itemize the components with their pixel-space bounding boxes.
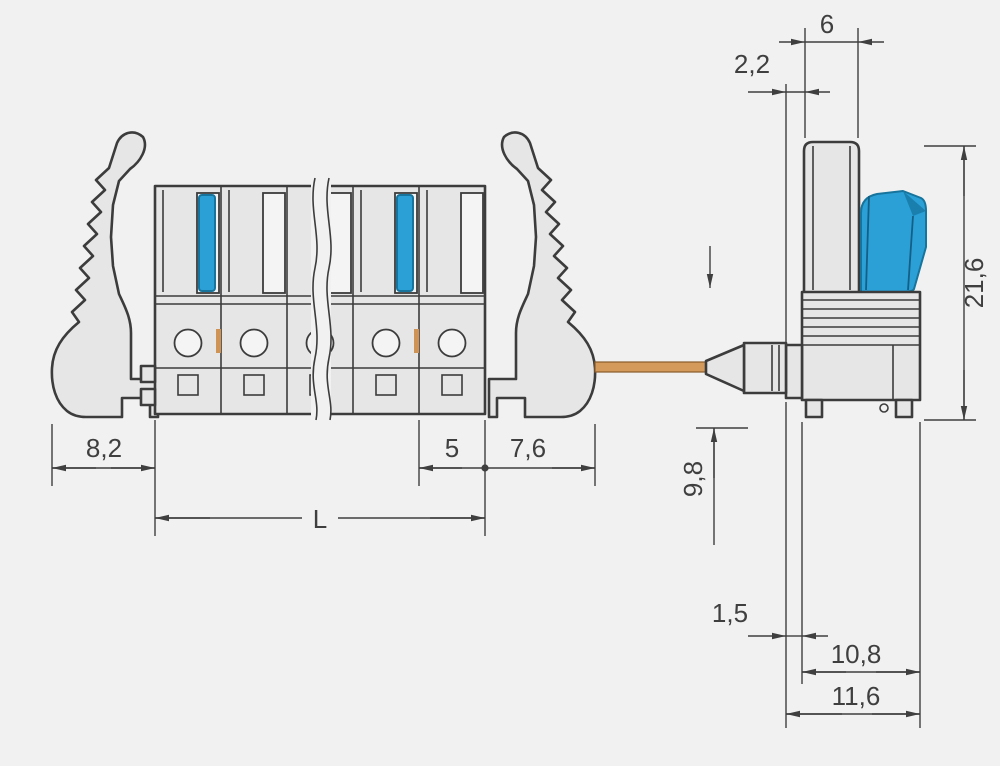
dim-label-depth-outer: 11,6: [832, 681, 881, 711]
latch-tooth: [903, 191, 926, 216]
dim-label-overall-height: 21,6: [959, 258, 989, 309]
lever-inner-walls: [812, 146, 851, 290]
front-flange: [784, 343, 804, 400]
extension-lines-front: [51, 420, 596, 536]
contact-spring-glimpse-2: [414, 329, 419, 353]
side-tab-lower: [139, 387, 157, 407]
locking-lever-blue-1: [198, 194, 216, 292]
dimension-offset-right: 7,6: [485, 433, 595, 472]
dim-label-housing-width: 6: [820, 9, 834, 39]
dim-label-length: L: [313, 504, 327, 534]
test-slots: [177, 374, 463, 396]
foot-left: [804, 398, 824, 419]
side-tab-upper: [139, 364, 157, 384]
latch-detail-lines: [865, 195, 914, 291]
side-view: [594, 140, 927, 419]
lever-tower-side: [802, 140, 861, 296]
solder-pin: [594, 361, 708, 373]
contact-spring-glimpse-1: [216, 329, 221, 353]
dim-label-pin-length: 9,8: [678, 461, 708, 497]
foot-right: [894, 398, 914, 419]
dim-label-pitch: 5: [445, 433, 459, 463]
pin-entry-cone: [704, 343, 746, 393]
dim-label-offset-right: 7,6: [510, 433, 546, 463]
dimension-depth-inner: 10,8: [802, 639, 920, 676]
bottom-detail-hole: [879, 403, 889, 413]
dim-label-flange-offset: 2,2: [734, 49, 770, 79]
strain-relief-ribs: [803, 299, 919, 346]
front-view: [50, 131, 597, 421]
dimension-pin-length: 9,8: [678, 427, 748, 545]
dimension-overall-height: 21,6: [924, 145, 989, 421]
dimension-flange-offset: 2,2: [734, 49, 830, 96]
dimension-pitch: 5: [419, 433, 489, 472]
dimension-housing-width: 6: [779, 9, 884, 46]
dim-label-offset-left: 8,2: [86, 433, 122, 463]
extension-lines-side-top: [785, 28, 859, 345]
pin-entry-detail: [771, 345, 780, 391]
extension-lines-side-bottom: [785, 402, 921, 728]
dimensions-front: 8,2 L 5 7,6: [51, 420, 596, 536]
mounting-clip-right: [487, 131, 597, 419]
dim-label-depth-inner: 10,8: [831, 639, 882, 669]
dimension-length: L: [155, 504, 485, 534]
break-line: [311, 177, 332, 421]
dimension-depth-outer: 11,6: [786, 681, 920, 718]
dimension-offset-left: 8,2: [52, 433, 155, 472]
dimensions-side: 6 2,2 21,6 9,8 1,5: [678, 9, 989, 728]
dimension-flange-lip: 1,5: [712, 598, 828, 640]
housing-body-side: [800, 290, 922, 402]
dim-label-flange-lip: 1,5: [712, 598, 748, 628]
locking-lever-blue-2: [396, 194, 414, 292]
